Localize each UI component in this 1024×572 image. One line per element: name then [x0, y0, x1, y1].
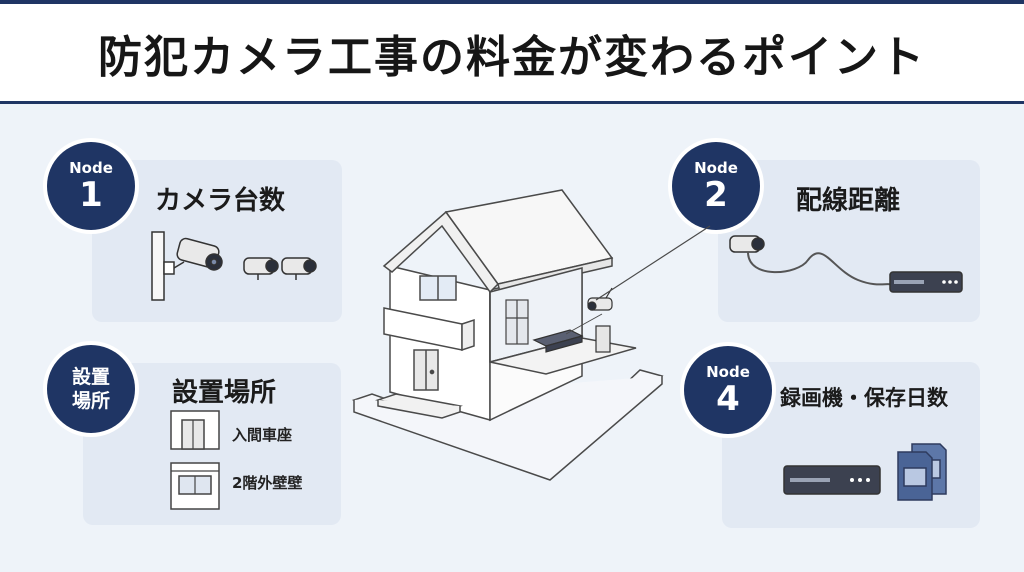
recorder-storage-illustration	[783, 443, 947, 501]
badge-node-2: Node 2	[672, 142, 760, 230]
entrance-steps	[375, 393, 463, 419]
indoor-camera-icon	[587, 287, 613, 311]
cabinet-icon	[505, 299, 529, 345]
header: 防犯カメラ工事の料金が変わるポイント	[0, 4, 1024, 104]
recorder-icon	[889, 271, 963, 293]
cameras-illustration	[151, 231, 317, 301]
badge-number: 4	[716, 379, 740, 419]
pc-tower-icon	[595, 325, 611, 353]
exterior-wall-icon	[170, 462, 220, 510]
wall-icon	[151, 231, 165, 301]
camera-icon	[243, 257, 279, 280]
badge-install-location: 設置 場所	[47, 345, 135, 433]
top-accent-bar	[0, 0, 1024, 4]
badge-node-1: Node 1	[47, 142, 135, 230]
badge-node-4: Node 4	[684, 346, 772, 434]
balcony	[383, 307, 475, 352]
badge-label: Node	[69, 159, 113, 177]
sub-label-entrance: 入間車座	[232, 426, 293, 444]
card-title-wiring-distance: 配線距離	[796, 186, 901, 216]
house-illustration	[351, 189, 711, 481]
badge-label: Node	[694, 159, 738, 177]
camera-icon	[281, 257, 317, 280]
card-title-camera-count: カメラ台数	[155, 186, 286, 216]
door-icon	[413, 349, 439, 391]
badge-number: 2	[704, 175, 728, 215]
badge-label: Node	[706, 363, 750, 381]
window-icon	[419, 275, 457, 301]
wiring-illustration	[729, 235, 963, 293]
badge-number: 1	[79, 175, 103, 215]
indoor-recorder-icon	[532, 329, 584, 353]
badge-line-2: 場所	[71, 390, 110, 412]
sd-card-icon	[897, 451, 933, 501]
sub-label-exterior-wall: 2階外壁壁	[232, 474, 303, 492]
wall-camera-icon	[163, 237, 223, 275]
card-title-recorder-retention: 録画機・保存日数	[780, 386, 948, 410]
cable-line	[747, 251, 894, 286]
entrance-icon	[170, 410, 220, 450]
badge-line-1: 設置	[71, 366, 110, 388]
camera-icon	[729, 235, 765, 253]
page-title: 防犯カメラ工事の料金が変わるポイント	[98, 31, 926, 83]
card-title-install-location: 設置場所	[172, 378, 277, 408]
connector-line	[565, 313, 603, 335]
connector-line	[595, 225, 711, 301]
recorder-icon	[783, 465, 881, 495]
